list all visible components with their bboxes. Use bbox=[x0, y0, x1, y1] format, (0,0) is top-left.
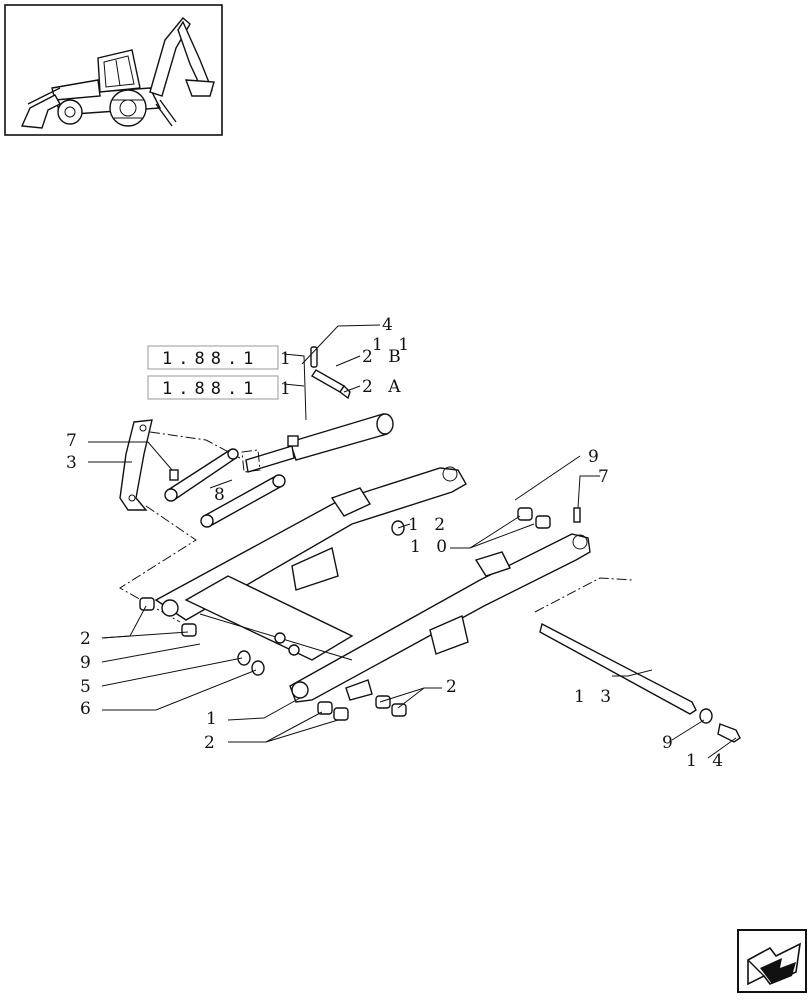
callout-13[interactable]: 1 3 bbox=[574, 687, 616, 707]
callout-2[interactable]: 2 bbox=[80, 629, 96, 649]
next-page-arrow-icon[interactable] bbox=[737, 929, 807, 993]
callout-9[interactable]: 9 bbox=[588, 447, 604, 467]
callout-2[interactable]: 2 bbox=[446, 677, 462, 697]
callout-3[interactable]: 3 bbox=[66, 453, 82, 473]
callout-7[interactable]: 7 bbox=[598, 467, 614, 487]
callout-7[interactable]: 7 bbox=[66, 431, 82, 451]
reference-label-text: 1.88.1 bbox=[162, 379, 259, 399]
main-frame bbox=[154, 466, 591, 703]
grease-fitting bbox=[169, 469, 581, 523]
link-plate-3 bbox=[119, 419, 153, 511]
callout-9[interactable]: 9 bbox=[80, 653, 96, 673]
callout-1-ref-b[interactable]: 1 bbox=[280, 379, 296, 399]
callout-4[interactable]: 4 bbox=[382, 315, 398, 335]
callout-5[interactable]: 5 bbox=[80, 677, 96, 697]
callout-10[interactable]: 1 0 bbox=[410, 537, 452, 557]
callout-12[interactable]: 1 2 bbox=[408, 515, 450, 535]
bolt-14 bbox=[717, 723, 741, 743]
callout-11[interactable]: 1 1 bbox=[372, 335, 414, 355]
bushings-2 bbox=[139, 507, 551, 721]
links-8 bbox=[164, 448, 286, 528]
callout-1[interactable]: 1 bbox=[206, 709, 222, 729]
callout-8[interactable]: 8 bbox=[214, 485, 230, 505]
callout-14[interactable]: 1 4 bbox=[686, 751, 728, 771]
callout-labels: 4 1 1 2 B 2 A 1 1 7 3 8 1 2 1 0 9 7 2 9 … bbox=[66, 315, 728, 771]
pivot-pin-13 bbox=[539, 622, 697, 715]
pin-4 bbox=[310, 346, 318, 368]
callout-2a[interactable]: 2 A bbox=[362, 377, 406, 397]
hydraulic-cylinder bbox=[241, 413, 394, 473]
callout-1-ref-a[interactable]: 1 bbox=[280, 349, 296, 369]
reference-label-1[interactable]: 1.88.1 bbox=[147, 345, 279, 370]
backhoe-loader-thumbnail-icon[interactable] bbox=[4, 4, 223, 136]
reference-label-2[interactable]: 1.88.1 bbox=[147, 375, 279, 400]
reference-label-text: 1.88.1 bbox=[162, 349, 259, 369]
callout-2[interactable]: 2 bbox=[204, 733, 220, 753]
pin-2a-2b bbox=[311, 369, 351, 400]
leader-lines bbox=[88, 324, 737, 759]
callout-9[interactable]: 9 bbox=[662, 733, 678, 753]
callout-6[interactable]: 6 bbox=[80, 699, 96, 719]
callout-2b[interactable]: 2 B bbox=[362, 347, 406, 367]
washers bbox=[237, 520, 713, 724]
